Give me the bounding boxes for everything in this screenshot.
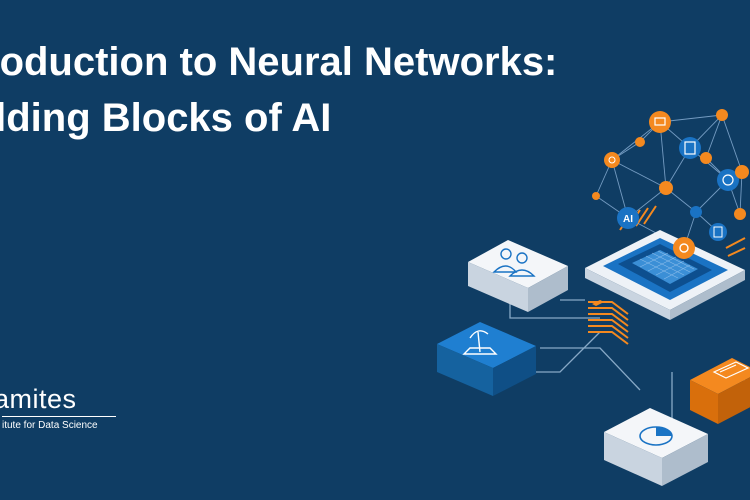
title-line-1: roduction to Neural Networks:	[0, 40, 558, 84]
users-tile	[468, 240, 568, 312]
document-tile	[690, 358, 750, 424]
network-node	[690, 206, 702, 218]
brand-logo: amites itute for Data Science	[0, 384, 116, 432]
gear-icon	[673, 237, 695, 259]
network-node	[700, 152, 712, 164]
network-node	[635, 137, 645, 147]
cloud-icon	[717, 169, 739, 191]
network-node	[659, 181, 673, 195]
page-title: roduction to Neural Networks: ilding Blo…	[0, 34, 557, 146]
lamp-tile	[437, 322, 536, 396]
chip-connector	[592, 300, 604, 306]
document-icon	[709, 223, 727, 241]
network-nodes: AI	[592, 109, 749, 259]
brand-tagline: itute for Data Science	[2, 420, 98, 431]
brand-name: amites	[0, 384, 77, 414]
title-line-2: ilding Blocks of AI	[0, 96, 332, 140]
sun-icon	[604, 152, 620, 168]
lamp-icon	[462, 330, 498, 355]
network-node	[716, 109, 728, 121]
network-node	[735, 165, 749, 179]
chart-tile	[604, 408, 708, 486]
brand-divider	[2, 416, 116, 417]
network-node	[734, 208, 746, 220]
processor-chip	[585, 230, 745, 320]
users-icon	[492, 248, 536, 277]
document-icon	[712, 361, 750, 379]
ai-node-label: AI	[623, 214, 633, 225]
ai-icon	[617, 207, 639, 229]
pie-chart-icon	[639, 426, 673, 446]
network-node	[592, 192, 600, 200]
building-icon	[679, 137, 701, 159]
mail-icon	[649, 111, 671, 133]
